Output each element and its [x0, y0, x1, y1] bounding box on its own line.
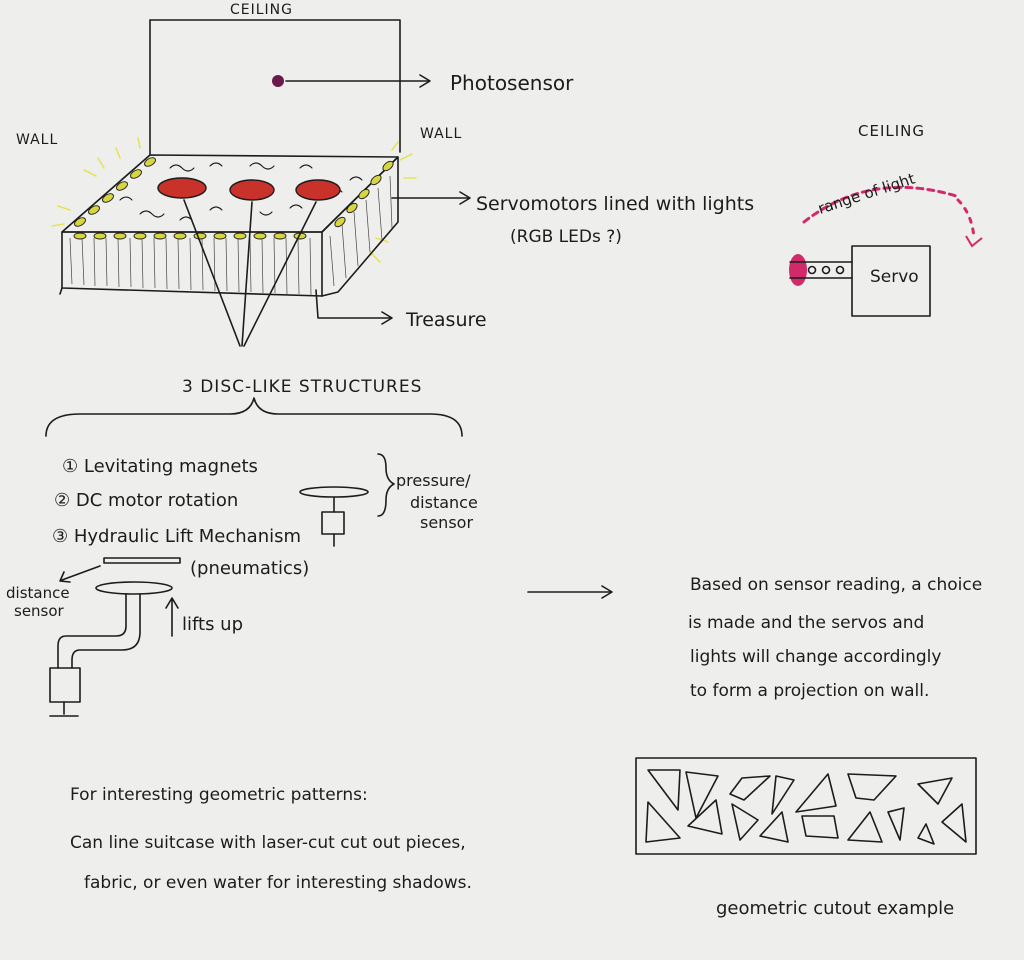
servos-label: Servomotors lined with lights: [476, 193, 754, 215]
geometric-cutout-example: [635, 757, 977, 855]
discs-title: 3 DISC-LIKE STRUCTURES: [182, 377, 422, 397]
distance-arrow: [61, 565, 101, 581]
distance-label-2: sensor: [14, 602, 65, 620]
dc-motor-sketch: [299, 486, 369, 547]
wall-right-label: WALL: [420, 126, 462, 142]
pressure-label-2: distance: [410, 493, 478, 512]
pneumatics-label: (pneumatics): [190, 558, 309, 579]
lifts-label: lifts up: [182, 614, 243, 635]
pressure-label-1: pressure/: [396, 471, 471, 490]
range-label: range of light: [816, 169, 918, 217]
flow-arrowhead: [601, 585, 613, 599]
range-arc-end: [956, 198, 976, 240]
suitcase-box: [51, 137, 417, 297]
lift-arrow: [165, 597, 179, 637]
hydraulic-lift-sketch: [49, 557, 181, 717]
servo-light: [789, 254, 807, 286]
list-item-3: ③ Hydraulic Lift Mechanism: [52, 526, 301, 547]
front-hatching: [69, 175, 393, 296]
photosensor-arrowhead: [419, 74, 431, 88]
list-item-1: ① Levitating magnets: [62, 456, 258, 477]
servo-label: Servo: [870, 267, 919, 287]
treasure-label: Treasure: [405, 309, 487, 331]
room-frame: [149, 19, 401, 156]
servos-arrowhead: [459, 191, 471, 205]
patterns-heading: For interesting geometric patterns:: [70, 785, 368, 805]
wall-left-label: WALL: [16, 132, 58, 148]
distance-arrowhead: [59, 571, 71, 583]
treasure-arrow: [315, 289, 391, 319]
discs-brace: [45, 397, 463, 437]
treasure-arrowhead: [381, 311, 393, 325]
list-item-2: ② DC motor rotation: [54, 490, 238, 511]
pressure-label-3: sensor: [420, 513, 473, 532]
note-line-4: to form a projection on wall.: [690, 681, 929, 701]
note-line-2: is made and the servos and: [688, 613, 924, 633]
patterns-line-2: fabric, or even water for interesting sh…: [84, 873, 472, 893]
ceiling-label: CEILING: [230, 2, 293, 18]
disc-pointer-lines: [183, 199, 317, 347]
note-line-3: lights will change accordingly: [690, 647, 941, 667]
photosensor-dot: [272, 75, 284, 87]
servo-body: [789, 245, 931, 317]
range-arrowhead: [965, 235, 983, 248]
distance-label-1: distance: [6, 584, 70, 602]
red-discs: [157, 177, 341, 201]
range-arc: [802, 185, 958, 224]
pressure-brace: [377, 453, 395, 517]
cutout-caption: geometric cutout example: [716, 898, 954, 919]
note-line-1: Based on sensor reading, a choice: [690, 575, 982, 595]
rgb-label: (RGB LEDs ?): [510, 227, 622, 247]
led-row: [73, 157, 394, 240]
photosensor-label: Photosensor: [450, 71, 574, 95]
right-ceiling-label: CEILING: [858, 122, 925, 140]
patterns-line-1: Can line suitcase with laser-cut cut out…: [70, 833, 466, 853]
